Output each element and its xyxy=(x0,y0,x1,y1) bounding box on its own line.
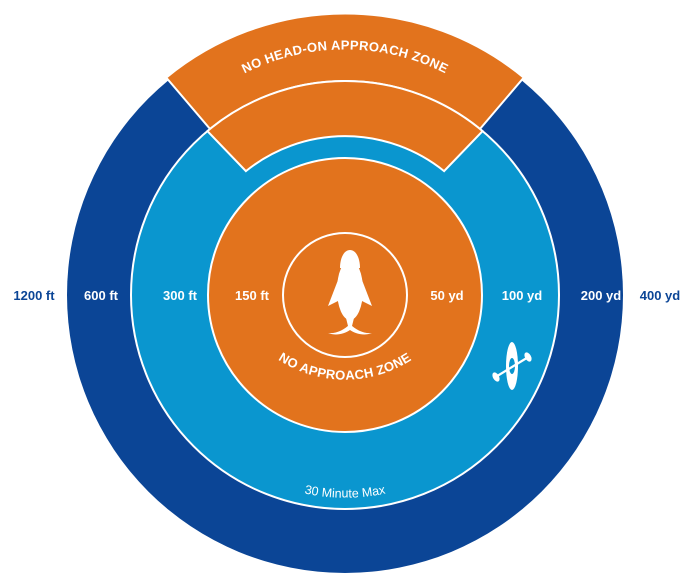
whale-icon xyxy=(328,250,372,335)
distance-label-400-yd: 400 yd xyxy=(640,288,681,303)
head-on-approach-zone-inner xyxy=(205,80,485,173)
time-limit-label: 30 Minute Max xyxy=(304,482,387,500)
distance-label-1200-ft: 1200 ft xyxy=(13,288,55,303)
distance-label-150-ft: 150 ft xyxy=(235,288,270,303)
distance-label-200-yd: 200 yd xyxy=(581,288,622,303)
distance-label-300-ft: 300 ft xyxy=(163,288,198,303)
distance-label-100-yd: 100 yd xyxy=(502,288,543,303)
kayak-icon xyxy=(492,342,532,390)
distance-label-600-ft: 600 ft xyxy=(84,288,119,303)
distance-label-50-yd: 50 yd xyxy=(430,288,463,303)
